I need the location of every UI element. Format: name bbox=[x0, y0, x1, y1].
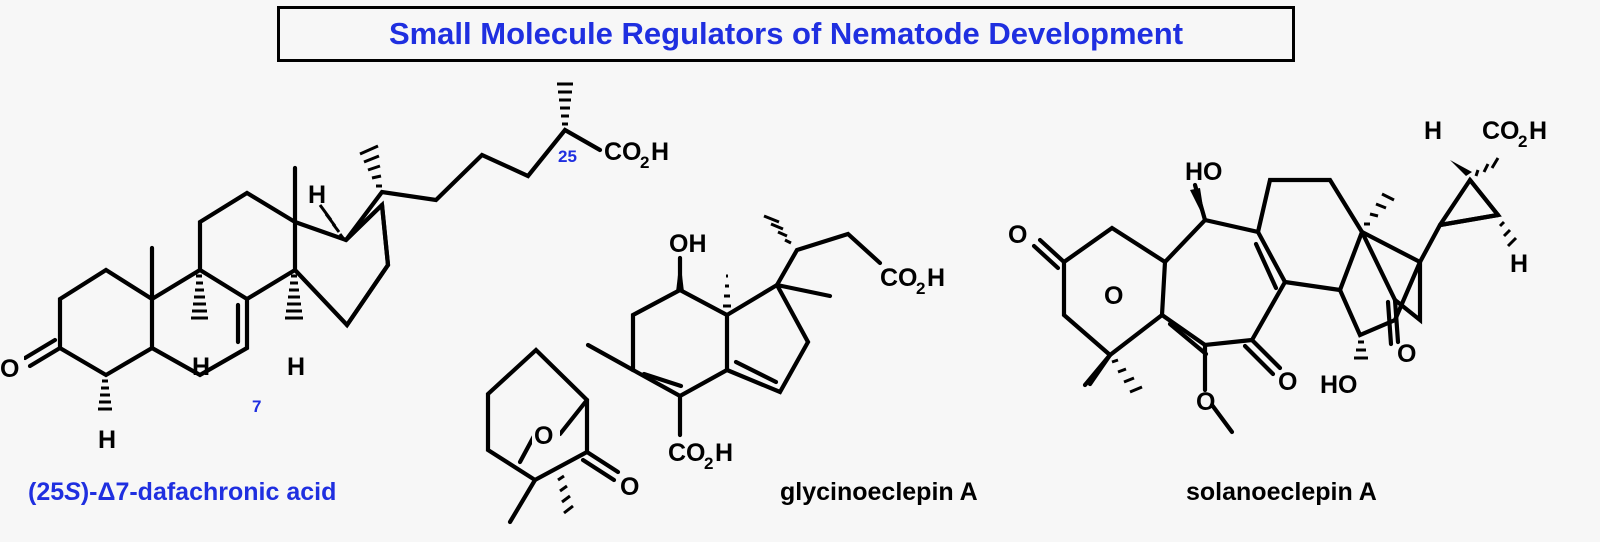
glycinoeclepin-stereo-bonds bbox=[557, 214, 792, 515]
solanoeclepin-atom-labels: HO O O O O O HO H CO 2 H H bbox=[1008, 117, 1547, 416]
dafachronic-h9: H bbox=[192, 353, 210, 381]
dafachronic-carbonyl-o: O bbox=[0, 355, 19, 383]
title-box: Small Molecule Regulators of Nematode De… bbox=[277, 6, 1295, 62]
solanoeclepin-h-top: H bbox=[1424, 117, 1442, 145]
solanoeclepin-h-acid: H bbox=[1529, 117, 1547, 145]
dafachronic-atom-labels: O H H H H CO 2 H 25 7 bbox=[0, 138, 669, 454]
glycinoeclepin-co-bottom: CO bbox=[668, 439, 706, 467]
glycinoeclepin-co-top: CO bbox=[880, 264, 918, 292]
molecule-glycinoeclepin-a: OH O O CO 2 H CO 2 H glycinoeclepin A bbox=[485, 214, 978, 525]
solanoeclepin-cage-ketone-o: O bbox=[1397, 340, 1416, 368]
solanoeclepin-bridge-o: O bbox=[1104, 282, 1123, 310]
solanoeclepin-caption: solanoeclepin A bbox=[1186, 478, 1377, 506]
solanoeclepin-stereo-bonds bbox=[1111, 157, 1518, 394]
solanoeclepin-h-bottom: H bbox=[1510, 250, 1528, 278]
dafachronic-h-acid: H bbox=[651, 138, 669, 166]
glycinoeclepin-h-top: H bbox=[927, 264, 945, 292]
glycinoeclepin-caption: glycinoeclepin A bbox=[780, 478, 978, 506]
dafachronic-stereo-bonds bbox=[98, 82, 573, 411]
dafachronic-h5: H bbox=[98, 426, 116, 454]
glycinoeclepin-ketone-o: O bbox=[620, 473, 639, 501]
glycinoeclepin-oh: OH bbox=[669, 230, 707, 258]
glycinoeclepin-bridge-o: O bbox=[534, 422, 553, 450]
solanoeclepin-ho-bottom: HO bbox=[1320, 371, 1358, 399]
molecule-dafachronic-acid: O H H H H CO 2 H 25 7 (25S)-Δ7-dafachron… bbox=[0, 82, 669, 506]
figure-title: Small Molecule Regulators of Nematode De… bbox=[388, 16, 1184, 51]
dafachronic-bonds bbox=[22, 127, 603, 378]
dafachronic-caption: (25S)-Δ7-dafachronic acid bbox=[28, 478, 336, 506]
molecule-solanoeclepin-a: HO O O O O O HO H CO 2 H H solanoeclepin… bbox=[1008, 117, 1547, 506]
solanoeclepin-ketone-left-o: O bbox=[1008, 221, 1027, 249]
glycinoeclepin-h-bottom: H bbox=[715, 439, 733, 467]
glycinoeclepin-atom-labels: OH O O CO 2 H CO 2 H bbox=[532, 230, 945, 501]
dafachronic-h17: H bbox=[308, 181, 326, 209]
solanoeclepin-methoxy-o: O bbox=[1196, 388, 1215, 416]
carbon-number-7: 7 bbox=[252, 397, 261, 416]
glycinoeclepin-sub2-top: 2 bbox=[916, 279, 925, 298]
dafachronic-h14: H bbox=[287, 353, 305, 381]
glycinoeclepin-sub2-bottom: 2 bbox=[704, 454, 713, 473]
solanoeclepin-co: CO bbox=[1482, 117, 1520, 145]
solanoeclepin-ketone-o: O bbox=[1278, 368, 1297, 396]
dafachronic-sub2: 2 bbox=[640, 153, 649, 172]
solanoeclepin-ho-top: HO bbox=[1185, 158, 1223, 186]
carbon-number-25: 25 bbox=[558, 147, 577, 166]
dafachronic-co: CO bbox=[604, 138, 642, 166]
solanoeclepin-sub2: 2 bbox=[1518, 132, 1527, 151]
